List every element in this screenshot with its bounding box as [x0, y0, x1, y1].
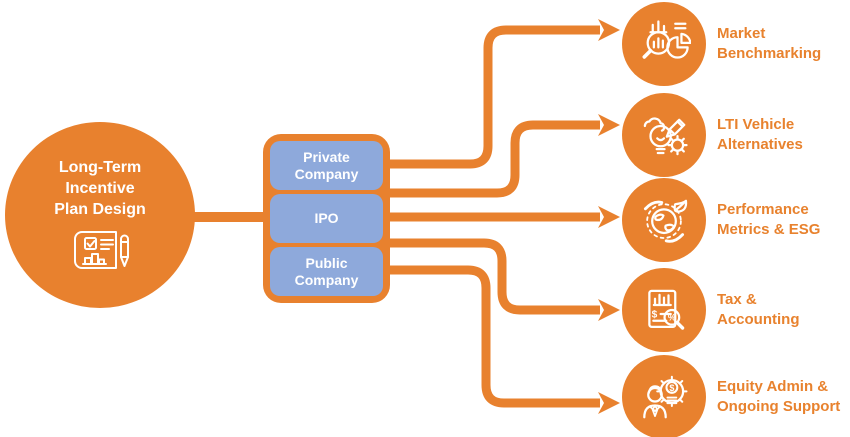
person-coin-gear-icon: $: [643, 375, 688, 419]
arrow-to-market-benchmarking: [386, 25, 600, 169]
outcome-lti-vehicle-alternatives: LTI Vehicle Alternatives: [622, 93, 803, 177]
arrow-to-lti-vehicle-alternatives: [386, 120, 600, 198]
label-line: Accounting: [717, 311, 800, 328]
label-tax-accounting: Tax & Accounting: [717, 290, 800, 330]
blueprint-plan-icon: [74, 230, 129, 269]
outcome-market-benchmarking: Market Benchmarking: [622, 2, 821, 86]
label-equity-admin-support: Equity Admin & Ongoing Support: [717, 377, 840, 417]
stage-public-company: Public Company: [270, 247, 383, 296]
arrowhead-equity-admin: [598, 392, 620, 414]
outcome-performance-metrics-esg: Performance Metrics & ESG: [622, 178, 820, 262]
label-line: Metrics & ESG: [717, 221, 821, 238]
svg-text:$: $: [669, 383, 674, 393]
label-line: Alternatives: [717, 136, 803, 153]
market-benchmarking-bubble: [622, 2, 706, 86]
stage-stack: Private Company IPO Public Company: [263, 134, 390, 303]
label-market-benchmarking: Market Benchmarking: [717, 24, 821, 64]
stage-private-company: Private Company: [270, 141, 383, 190]
arrowhead-lti-vehicle-alternatives: [598, 114, 620, 136]
hub-title-line3: Plan Design: [54, 200, 146, 218]
outcome-tax-accounting: $ % Tax & Accounting: [622, 268, 800, 352]
arrowhead-tax-accounting: [598, 299, 620, 321]
hub-node-lti-plan-design: Long-Term Incentive Plan Design: [5, 122, 195, 308]
label-lti-vehicle-alternatives: LTI Vehicle Alternatives: [717, 115, 803, 155]
tax-document-magnifier-icon: $ %: [648, 289, 685, 330]
idea-gear-pencil-icon: [643, 117, 688, 156]
hub-title: Long-Term Incentive Plan Design: [54, 157, 146, 220]
outcome-equity-admin-support: $ Equity Admin & Ongoing Support: [622, 355, 840, 437]
stage-ipo: IPO: [270, 194, 383, 243]
globe-sustainability-icon: [643, 199, 688, 243]
label-line: Performance: [717, 201, 809, 218]
lti-vehicle-bubble: [622, 93, 706, 177]
svg-text:$: $: [652, 309, 658, 320]
label-performance-metrics-esg: Performance Metrics & ESG: [717, 200, 820, 240]
hub-title-line1: Long-Term: [58, 158, 142, 176]
label-line: Market: [717, 25, 766, 42]
label-line: Equity Admin &: [717, 378, 829, 395]
label-line: LTI Vehicle: [717, 116, 795, 133]
arrowhead-performance-metrics: [598, 206, 620, 228]
label-line: Tax &: [717, 291, 757, 308]
arrow-to-equity-admin: [386, 265, 600, 408]
equity-admin-bubble: $: [622, 355, 706, 437]
label-line: Benchmarking: [717, 45, 822, 62]
hub-title-line2: Incentive: [65, 179, 135, 197]
label-line: Ongoing Support: [717, 398, 841, 415]
svg-text:%: %: [668, 313, 676, 323]
arrowhead-market-benchmarking: [598, 19, 620, 41]
arrow-to-tax-accounting: [386, 238, 600, 315]
market-benchmarking-icon: [642, 20, 691, 59]
tax-accounting-bubble: $ %: [622, 268, 706, 352]
performance-esg-bubble: [622, 178, 706, 262]
